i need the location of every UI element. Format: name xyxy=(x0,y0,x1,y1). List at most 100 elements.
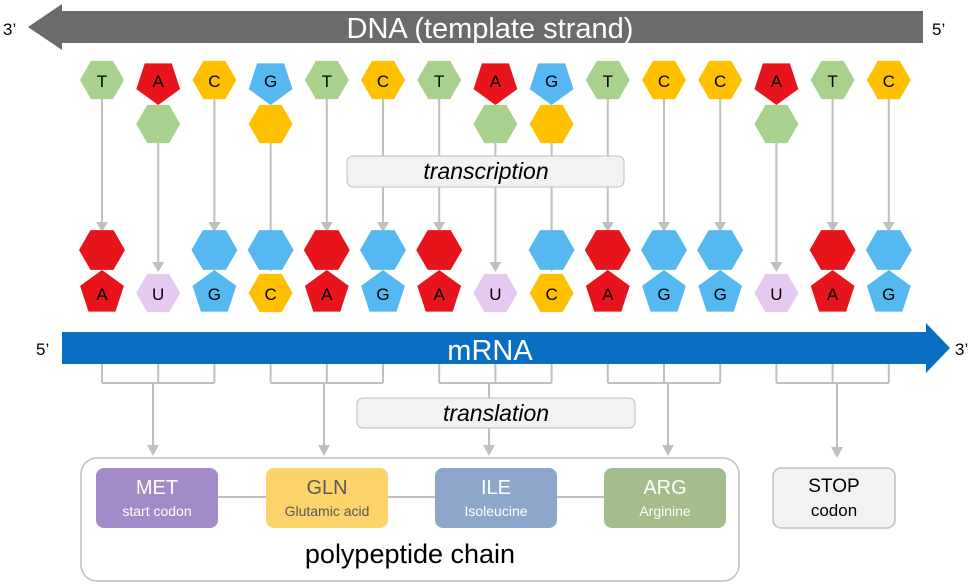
dna-base-C: C xyxy=(192,60,237,100)
dna-base-T: T xyxy=(80,60,124,100)
amino-acid-gln: GLN Glutamic acid xyxy=(266,468,388,528)
transcription-arrowhead xyxy=(601,222,614,232)
mrna-strand-label: mRNA xyxy=(447,335,533,367)
dna-base-letter: T xyxy=(603,72,613,91)
mrna-base-letter: C xyxy=(264,285,276,304)
mrna-base-letter: C xyxy=(545,285,557,304)
mrna-base-G: G xyxy=(865,230,912,312)
mrna-base-letter: U xyxy=(770,285,782,304)
mrna-base-U: U xyxy=(754,273,799,313)
mrna-base-A: A xyxy=(79,230,125,312)
mrna-base-A: A xyxy=(584,230,631,312)
transcription-arrowhead xyxy=(658,222,670,232)
dna-base-G: G xyxy=(248,63,293,144)
amino-acid-boxes: MET start codon GLN Glutamic acid ILEIsoleuc… xyxy=(96,468,726,528)
dna-base-letter: A xyxy=(153,72,165,91)
transcription-arrowhead xyxy=(96,222,108,232)
mrna-base-letter: G xyxy=(882,285,895,304)
dna-base-letter: G xyxy=(264,72,277,91)
dna-base-letter: G xyxy=(545,72,558,91)
dna-base-letter: C xyxy=(658,72,670,91)
transcription-arrowhead xyxy=(377,222,389,232)
dna-base-letter: T xyxy=(97,72,107,91)
mrna-base-U: U xyxy=(136,273,181,313)
dna-base-letter: C xyxy=(714,72,726,91)
codon-bracket xyxy=(775,364,890,458)
mrna-base-G: G xyxy=(360,230,406,312)
dna-base-letter: C xyxy=(883,72,895,91)
mrna-base-letter: G xyxy=(208,285,221,304)
transcription-arrowhead xyxy=(320,222,333,232)
polypeptide-chain-box xyxy=(80,457,740,582)
dna-base-A: A xyxy=(754,63,799,144)
transcription-arrowhead xyxy=(882,222,895,232)
amino-acid-met: MET start codon xyxy=(96,468,218,528)
stop-codon-name: codon xyxy=(811,501,857,520)
dna-base-letter: T xyxy=(827,72,837,91)
dna-end-right: 5’ xyxy=(932,20,945,39)
transcription-label-box xyxy=(346,155,625,188)
mrna-end-right: 3’ xyxy=(955,340,968,359)
codon-bracket xyxy=(101,364,216,456)
stop-codon-box xyxy=(772,467,896,529)
dna-base-letter: T xyxy=(434,72,444,91)
dna-base-letter: A xyxy=(771,72,783,91)
stop-codon-abbr: STOP xyxy=(808,476,859,497)
mrna-base-A: A xyxy=(303,230,350,312)
transcription-arrowhead xyxy=(208,222,221,232)
mrna-end-left: 5’ xyxy=(36,340,49,359)
dna-base-A: A xyxy=(136,63,181,144)
dna-base-letter: C xyxy=(208,72,220,91)
mrna-base-A: A xyxy=(416,230,463,312)
transcription-arrowhead xyxy=(433,222,446,232)
amino-acid-abbr: ARG xyxy=(643,477,686,499)
mrna-strand-arrow xyxy=(62,323,950,373)
mrna-base-letter: G xyxy=(376,285,389,304)
mrna-base-letter: G xyxy=(714,285,727,304)
transcription-arrowhead xyxy=(714,222,727,232)
transcription-arrowhead xyxy=(152,262,165,272)
amino-acid-name: Arginine xyxy=(639,503,691,519)
mrna-base-letter: A xyxy=(602,285,614,304)
transcription-arrowhead xyxy=(770,262,783,272)
dna-base-C: C xyxy=(642,60,686,100)
dna-base-C: C xyxy=(866,60,911,100)
translation-label-box xyxy=(356,397,636,429)
mrna-base-letter: G xyxy=(657,285,670,304)
mrna-base-U: U xyxy=(473,273,518,313)
dna-strand-arrow xyxy=(28,4,923,50)
polypeptide-chain-label: polypeptide chain xyxy=(305,539,515,569)
mrna-base-letter: A xyxy=(827,285,839,304)
mrna-base-letter: A xyxy=(96,285,108,304)
transcription-label: transcription xyxy=(423,158,548,184)
amino-acid-abbr: MET xyxy=(136,477,178,499)
dna-base-G: G xyxy=(529,63,574,144)
dna-base-T: T xyxy=(417,60,462,100)
connector-lines xyxy=(96,97,895,272)
mrna-base-G: G xyxy=(697,230,744,312)
amino-acid-name: Glutamic acid xyxy=(285,503,370,519)
dna-base-A: A xyxy=(473,63,518,144)
mrna-base-C: C xyxy=(528,230,575,313)
dna-base-T: T xyxy=(304,60,349,100)
transcription-arrowhead xyxy=(489,262,502,272)
mrna-base-letter: A xyxy=(321,285,333,304)
dna-end-left: 3’ xyxy=(3,20,16,39)
dna-base-C: C xyxy=(361,60,405,100)
codon-bracket xyxy=(269,364,384,456)
mrna-base-letter: U xyxy=(489,285,501,304)
dna-base-letter: C xyxy=(377,72,389,91)
dna-base-C: C xyxy=(698,60,743,100)
amino-acid-name: start codon xyxy=(122,503,191,519)
dna-strand-label: DNA (template strand) xyxy=(347,13,634,45)
amino-acid-abbr: GLN xyxy=(306,477,347,499)
dna-base-T: T xyxy=(810,60,855,100)
mrna-base-letter: U xyxy=(152,285,164,304)
mrna-base-letter: A xyxy=(434,285,446,304)
mrna-base-A: A xyxy=(809,230,856,312)
codon-bracket xyxy=(606,364,722,456)
